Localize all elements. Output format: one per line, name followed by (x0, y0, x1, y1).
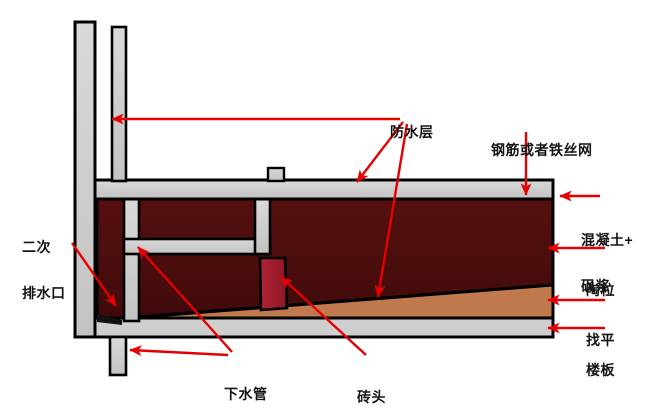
arrow-drainpipe-to-channel (137, 246, 233, 353)
left-base-seal (97, 314, 122, 325)
floor-slab-base (73, 316, 555, 339)
top-concrete-slab (93, 166, 555, 201)
brick-support-body (258, 256, 289, 312)
label-rebar-or-wire-mesh: 钢筋或者铁丝网 (491, 113, 593, 189)
label-drain-pipe-line-0: 下水管 (224, 386, 268, 403)
drain-channel-right-leg (253, 197, 272, 256)
label-leveling-layer: 找平 (586, 303, 615, 379)
top-stub (266, 166, 286, 183)
label-secondary-drain-outlet: 二次 排水口 (22, 210, 66, 331)
label-drain-pipe: 下水管 (224, 357, 268, 409)
vertical-drain-pipe (108, 335, 128, 377)
label-floor-slab-line-0: 楼板 (586, 362, 615, 379)
label-ceramsite-line-0: 陶粒 (586, 282, 615, 299)
arrow-brick-to-support (280, 276, 367, 356)
arrow-drainpipe-to-pipe (129, 345, 229, 357)
label-concrete-plus-mortar-line-0: 混凝土+ (581, 232, 634, 249)
label-floor-slab: 楼板 (586, 333, 615, 409)
arrow-waterproof-to-top-slab (356, 121, 404, 183)
label-secondary-drain-outlet-line-1: 排水口 (22, 284, 66, 301)
floor-slab-body (73, 316, 555, 339)
label-concrete-plus-mortar: 混凝土+ 砜浆 (581, 203, 633, 324)
drain-channel-horizontal-arm (122, 237, 272, 256)
label-brick: 砖头 (357, 360, 386, 409)
label-rebar-or-wire-mesh-line-0: 钢筋或者铁丝网 (491, 142, 593, 159)
outer-wall (73, 20, 97, 339)
drain-channel-vertical-leg (122, 197, 141, 323)
outer-wall-body (73, 20, 97, 339)
arrow-secondary-drain-to-outlet (71, 242, 117, 307)
label-concrete-plus-mortar-line-1: 砜浆 (581, 277, 610, 294)
top-concrete-slab-body (93, 178, 555, 201)
label-waterproof-layer-line-0: 防水层 (390, 124, 434, 141)
label-waterproof-layer: 防水层 (390, 95, 434, 171)
vertical-drain-pipe-body (108, 335, 128, 377)
label-ceramsite: 陶粒 (586, 253, 615, 329)
label-brick-line-0: 砖头 (357, 389, 386, 406)
brick-support (258, 256, 289, 312)
inner-partition (110, 25, 128, 183)
arrow-waterproof-to-base (374, 123, 409, 298)
label-secondary-drain-outlet-line-0: 二次 (22, 239, 51, 256)
leader-arrows (71, 113, 605, 357)
inner-partition-body (110, 25, 128, 183)
label-leveling-layer-line-0: 找平 (586, 332, 615, 349)
